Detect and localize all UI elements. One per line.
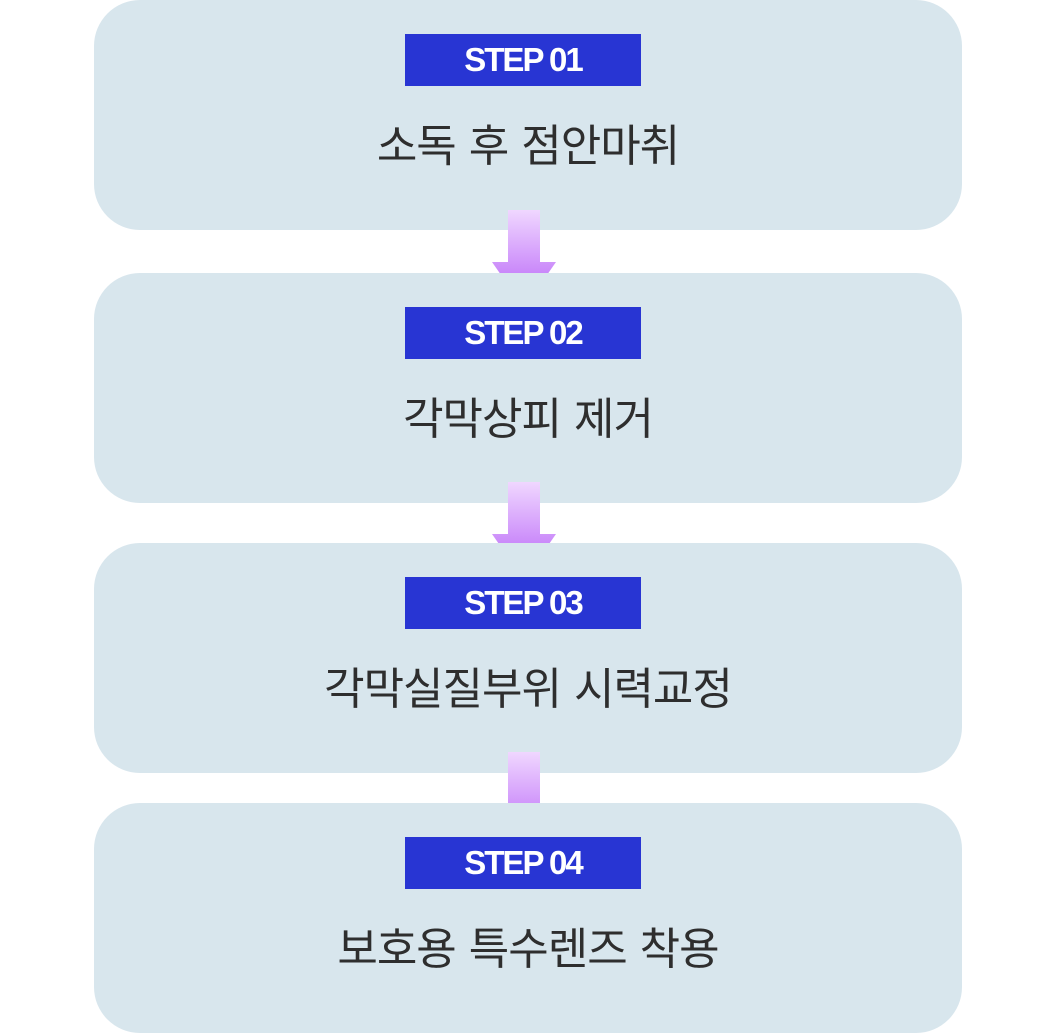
- step-badge: STEP 04: [405, 837, 641, 889]
- step-badge: STEP 03: [405, 577, 641, 629]
- step-title: 각막상피 제거: [403, 394, 654, 445]
- step-badge: STEP 01: [405, 34, 641, 86]
- step-card-1: STEP 01 소독 후 점안마취: [94, 0, 962, 230]
- step-badge: STEP 02: [405, 307, 641, 359]
- step-title: 보호용 특수렌즈 착용: [337, 924, 719, 975]
- step-card-3: STEP 03 각막실질부위 시력교정: [94, 543, 962, 773]
- step-card-4: STEP 04 보호용 특수렌즈 착용: [94, 803, 962, 1033]
- step-title: 각막실질부위 시력교정: [324, 664, 733, 715]
- step-title: 소독 후 점안마취: [376, 121, 680, 172]
- step-card-2: STEP 02 각막상피 제거: [94, 273, 962, 503]
